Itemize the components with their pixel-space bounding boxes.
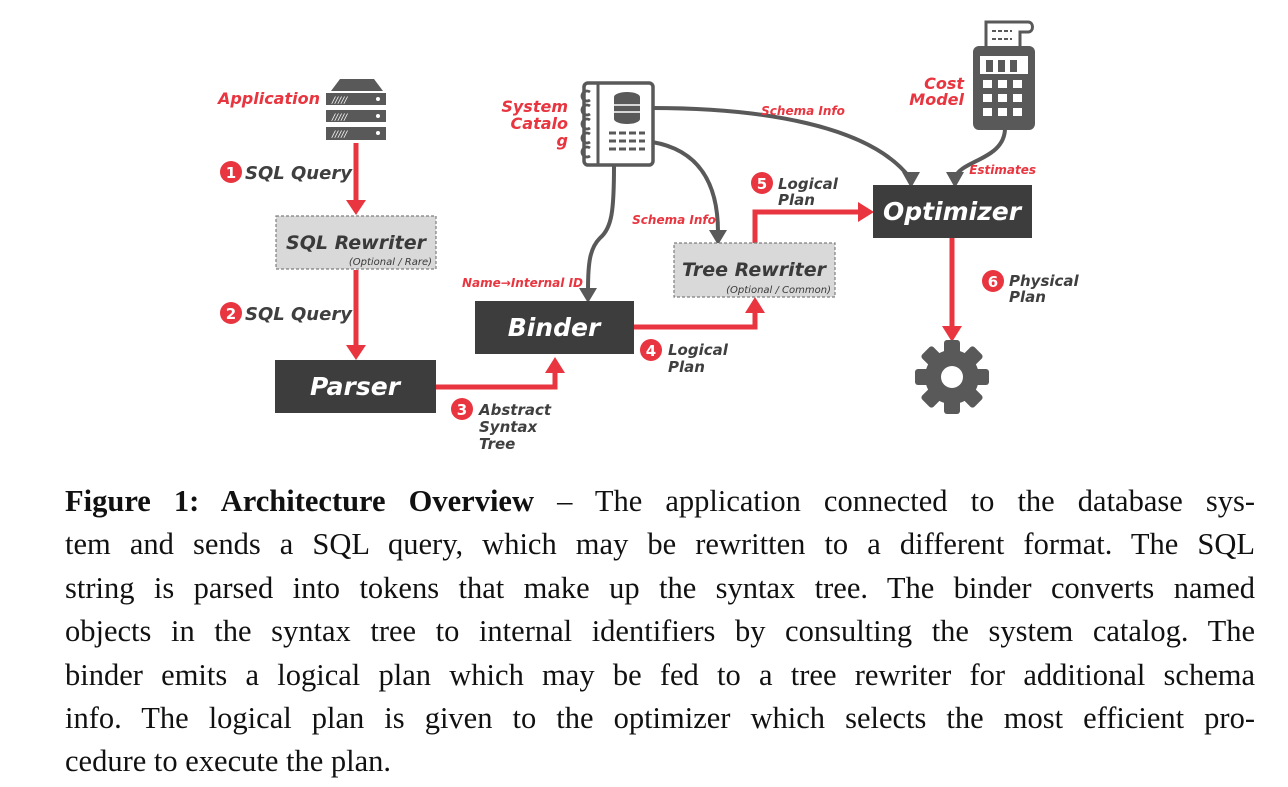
svg-text:3: 3 xyxy=(457,401,467,419)
sql-rewriter-note: (Optional / Rare) xyxy=(349,257,432,268)
figure-label: Figure 1: Architecture Overview xyxy=(65,484,534,518)
step-4-label-line2: Plan xyxy=(668,358,705,376)
step-1-label: SQL Query xyxy=(245,163,353,184)
step-5-label-line2: Plan xyxy=(778,191,815,209)
architecture-diagram: ///// ///// ///// Application 1 SQL Quer… xyxy=(216,20,1080,453)
edge-catalog-to-binder xyxy=(586,165,616,291)
figure-caption: Figure 1: Architecture Overview – The ap… xyxy=(65,480,1255,784)
optimizer-label: Optimizer xyxy=(883,197,1023,226)
arrowhead-parser xyxy=(346,345,366,360)
caption-line: tem and sends a SQL query, which may be … xyxy=(65,527,1255,562)
optimizer-node: Optimizer xyxy=(873,185,1032,238)
calculator-icon xyxy=(973,20,1035,130)
caption-text: – The application connected to the datab… xyxy=(534,484,1255,518)
step-6-label-line1: Physical xyxy=(1009,272,1080,290)
step-3-badge: 3 xyxy=(451,398,473,420)
edge-binder-to-treerewriter xyxy=(634,313,758,330)
svg-text:2: 2 xyxy=(226,305,236,323)
tree-rewriter-label: Tree Rewriter xyxy=(682,259,828,281)
caption-line: binder emits a logical plan which may be… xyxy=(65,657,1255,692)
step-1-badge: 1 xyxy=(220,161,242,183)
system-catalog-label-line1: System xyxy=(501,97,568,116)
step-6-badge: 6 xyxy=(982,270,1004,292)
parser-label: Parser xyxy=(310,372,402,401)
step-5-badge: 5 xyxy=(751,172,773,194)
arrowhead-executor xyxy=(942,326,962,342)
system-catalog-label-line2: Catalo xyxy=(511,114,568,133)
step-2-badge: 2 xyxy=(220,302,242,324)
parser-node: Parser xyxy=(275,360,436,413)
estimates-label: Estimates xyxy=(969,163,1036,177)
step-3-label-line1: Abstract xyxy=(478,401,552,419)
arrowhead-catalog-binder xyxy=(579,288,597,303)
arrowhead-catalog-tree xyxy=(709,230,727,245)
svg-text://///: ///// xyxy=(331,130,348,140)
step-6-label-line2: Plan xyxy=(1009,288,1046,306)
svg-text:1: 1 xyxy=(226,164,236,182)
schema-info-optimizer-label: Schema Info xyxy=(761,104,845,118)
step-3-label-line2: Syntax xyxy=(479,418,539,436)
svg-text://///: ///// xyxy=(331,113,348,123)
schema-info-tree-label: Schema Info xyxy=(632,213,716,227)
arrowhead-catalog-optimizer xyxy=(902,172,920,188)
arrowhead-optimizer xyxy=(858,202,874,222)
edge-catalog-to-tree-rewriter xyxy=(651,140,720,233)
name-internal-id-label: Name→Internal ID xyxy=(462,276,583,290)
binder-node: Binder xyxy=(475,301,634,354)
caption-line: string is parsed into tokens that make u… xyxy=(65,570,1255,605)
tree-rewriter-note: (Optional / Common) xyxy=(726,285,831,296)
step-5-label-line1: Logical xyxy=(778,175,839,193)
step-4-label-line1: Logical xyxy=(668,341,729,359)
svg-text:6: 6 xyxy=(988,273,998,291)
caption-line: cedure to execute the plan. xyxy=(65,744,392,779)
arrowhead-costmodel-optimizer xyxy=(946,172,964,188)
arrowhead-treerewriter xyxy=(745,297,765,313)
sql-rewriter-node: SQL Rewriter (Optional / Rare) xyxy=(275,215,437,270)
caption-line: info. The logical plan is given to the o… xyxy=(65,701,1255,736)
binder-label: Binder xyxy=(508,313,602,342)
cost-model-label-line2: Model xyxy=(909,90,964,109)
cost-model-label-line1: Cost xyxy=(924,74,965,93)
caption-line: objects in the syntax tree to internal i… xyxy=(65,614,1255,649)
sql-rewriter-label: SQL Rewriter xyxy=(286,232,428,254)
application-label: Application xyxy=(216,89,320,108)
tree-rewriter-node: Tree Rewriter (Optional / Common) xyxy=(673,242,836,298)
step-2-label: SQL Query xyxy=(245,304,353,325)
system-catalog-label-line3: g xyxy=(557,131,568,150)
step-4-badge: 4 xyxy=(640,339,662,361)
gear-icon xyxy=(915,340,989,414)
catalog-notebook-icon xyxy=(580,81,655,167)
server-icon: ///// ///// ///// xyxy=(326,79,386,140)
arrowhead-binder xyxy=(545,357,565,373)
svg-text:5: 5 xyxy=(757,175,767,193)
svg-text:4: 4 xyxy=(646,342,656,360)
svg-text://///: ///// xyxy=(331,96,348,106)
edge-parser-to-binder xyxy=(436,372,558,390)
caption-line: Figure 1: Architecture Overview – The ap… xyxy=(65,480,1255,523)
edge-treerewriter-to-optimizer xyxy=(752,209,860,243)
arrowhead-sqlrewriter xyxy=(346,200,366,215)
step-3-label-line3: Tree xyxy=(479,435,515,453)
edge-catalog-to-optimizer xyxy=(651,106,912,180)
